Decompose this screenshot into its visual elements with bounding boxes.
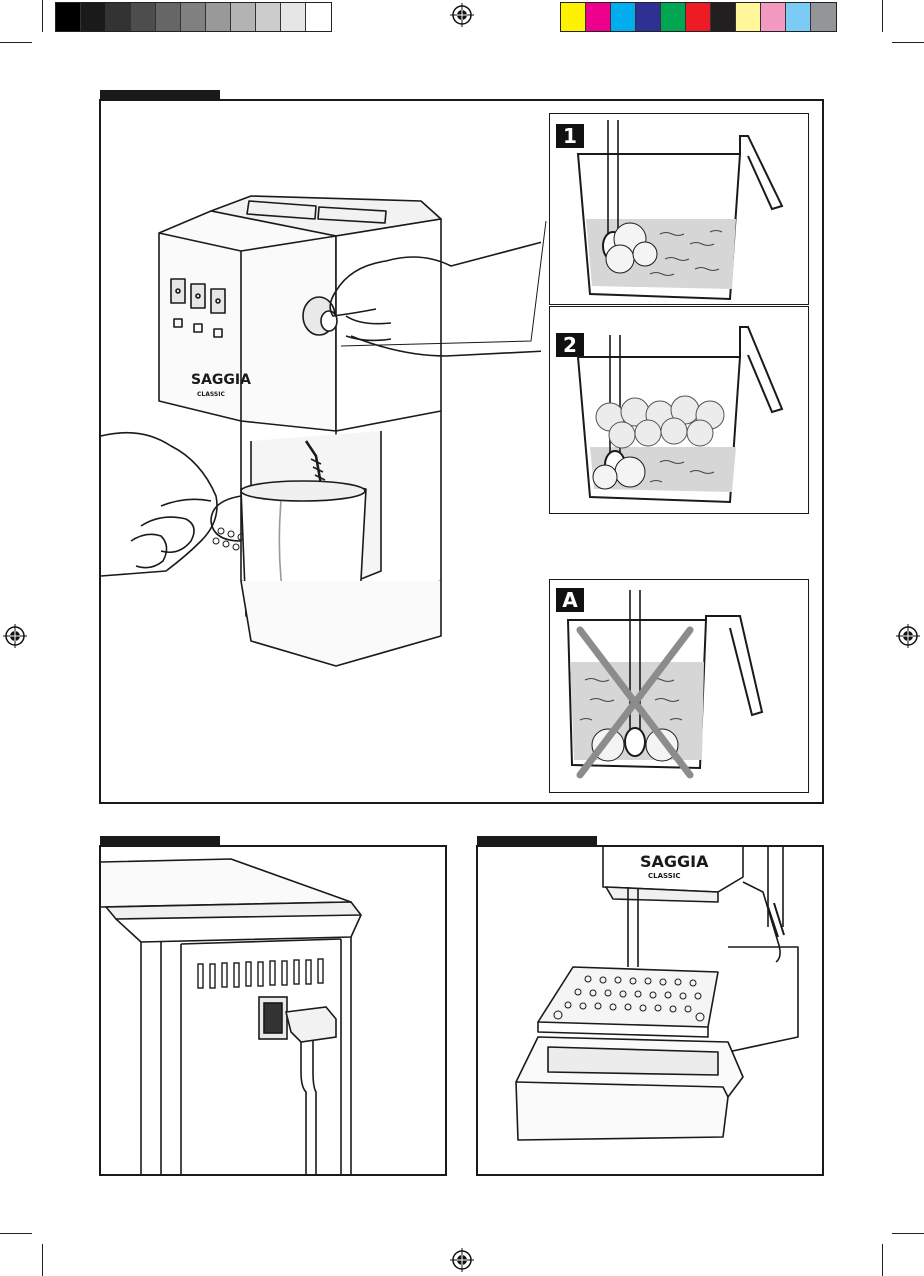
gray-swatch	[81, 3, 106, 31]
trim-mark	[882, 1244, 883, 1276]
registration-mark-right-icon	[896, 624, 920, 648]
pitcher-wand-at-bottom-crossed-illustration	[550, 580, 808, 792]
inset-step-2: 2	[549, 306, 809, 514]
color-swatch	[786, 3, 811, 31]
color-swatch	[611, 3, 636, 31]
pitcher-foam-rising-illustration	[550, 307, 808, 513]
trim-mark	[42, 0, 43, 32]
color-swatch	[811, 3, 836, 31]
color-swatch	[586, 3, 611, 31]
brand-sublabel: CLASSIC	[197, 391, 225, 398]
trim-mark	[42, 1244, 43, 1276]
color-swatch	[561, 3, 586, 31]
registration-mark-bottom-icon	[450, 1248, 474, 1272]
color-swatch	[661, 3, 686, 31]
main-figure-panel: SAGGIA CLASSIC 1	[99, 99, 824, 804]
color-swatch	[686, 3, 711, 31]
gray-swatch	[206, 3, 231, 31]
gray-swatch	[306, 3, 331, 31]
coffee-machine-steaming-illustration: SAGGIA CLASSIC	[101, 101, 541, 701]
gray-swatch	[231, 3, 256, 31]
grayscale-color-bar	[55, 2, 332, 32]
inset-step-1: 1	[549, 113, 809, 305]
trim-mark	[892, 42, 924, 43]
gray-swatch	[256, 3, 281, 31]
brand-label: SAGGIA	[191, 372, 251, 388]
trim-mark	[0, 42, 32, 43]
trim-mark	[882, 0, 883, 32]
pitcher-wand-near-surface-illustration	[550, 114, 808, 304]
brand-sublabel-tray: CLASSIC	[648, 872, 681, 880]
gray-swatch	[56, 3, 81, 31]
gray-swatch	[181, 3, 206, 31]
gray-swatch	[106, 3, 131, 31]
machine-rear-power-cord-illustration	[101, 847, 445, 1174]
registration-mark-left-icon	[3, 624, 27, 648]
drip-tray-figure-panel: SAGGIA CLASSIC	[476, 845, 824, 1176]
trim-mark	[892, 1233, 924, 1234]
brand-label-tray: SAGGIA	[640, 852, 709, 871]
gray-swatch	[156, 3, 181, 31]
registration-mark-top-icon	[450, 3, 474, 27]
color-swatch	[736, 3, 761, 31]
gray-swatch	[281, 3, 306, 31]
process-color-bar	[560, 2, 837, 32]
drip-tray-removal-illustration: SAGGIA CLASSIC	[478, 847, 822, 1174]
rear-figure-panel	[99, 845, 447, 1176]
trim-mark	[0, 1233, 32, 1234]
color-swatch	[711, 3, 736, 31]
color-swatch	[636, 3, 661, 31]
color-swatch	[761, 3, 786, 31]
callout-leader-line	[341, 211, 551, 361]
inset-wrong-position-a: A	[549, 579, 809, 793]
gray-swatch	[131, 3, 156, 31]
